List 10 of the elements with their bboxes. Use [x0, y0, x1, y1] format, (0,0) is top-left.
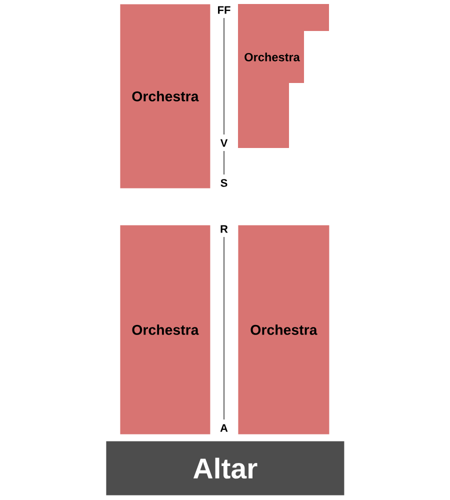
- row-label: A: [220, 424, 228, 432]
- altar-stage: Altar: [106, 441, 344, 496]
- seating-section: Orchestra: [120, 4, 210, 188]
- seating-section: Orchestra: [238, 225, 330, 434]
- row-label: S: [220, 179, 228, 187]
- row-label: FF: [218, 6, 230, 14]
- row-label: V: [220, 139, 228, 147]
- seating-section: Orchestra: [238, 4, 329, 148]
- seating-section: Orchestra: [120, 225, 210, 434]
- row-label: R: [220, 225, 228, 233]
